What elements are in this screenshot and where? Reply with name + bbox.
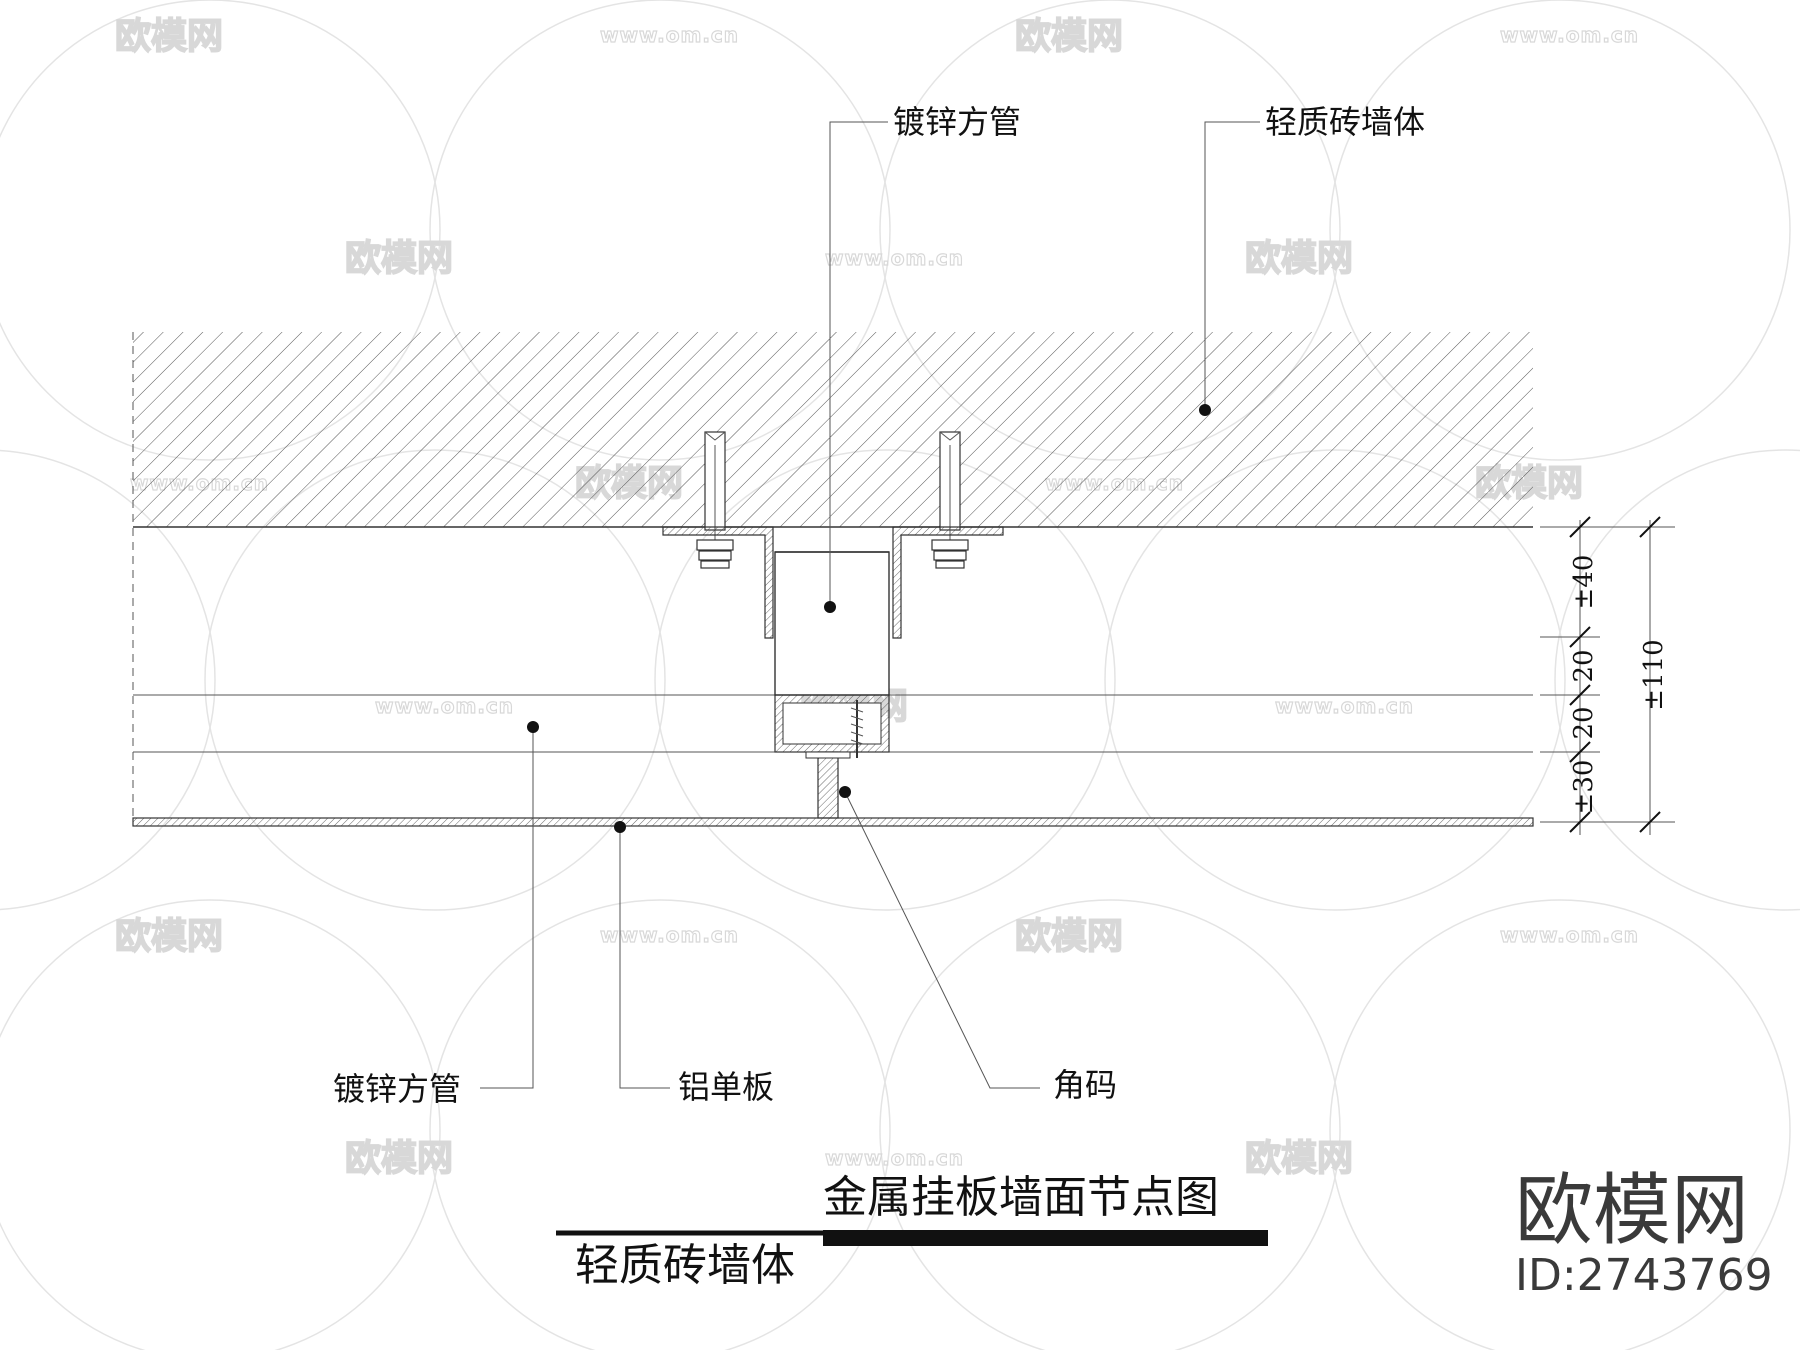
galvanized-square-tube-vertical — [774, 551, 890, 696]
watermark-url: www.om.cn — [375, 694, 514, 718]
corner-bracket — [805, 751, 851, 819]
watermark-logo: 欧模网 — [1245, 1138, 1353, 1179]
dim-total: ±110 — [1639, 639, 1669, 710]
watermark-logo: 欧模网 — [115, 16, 223, 57]
dim-30: ±30 — [1569, 760, 1599, 815]
brand-logo: 欧模网 — [1515, 1166, 1749, 1256]
drawing-subtitle: 轻质砖墙体 — [575, 1240, 795, 1291]
watermark-url: www.om.cn — [1275, 694, 1414, 718]
watermark-logo: 欧模网 — [345, 238, 453, 279]
galvanized-square-tube-horizontal — [774, 694, 890, 758]
dimension-chain: ±40 20 20 ±30 ±110 — [1540, 516, 1675, 835]
label-corner-bracket: 角码 — [1053, 1066, 1117, 1104]
dim-40: ±40 — [1569, 555, 1599, 610]
brick-wall — [132, 332, 1533, 820]
brand-mark: 欧模网 ID:2743769 — [1515, 1166, 1773, 1301]
brand-id: ID:2743769 — [1515, 1250, 1773, 1301]
label-brick-wall: 轻质砖墙体 — [1265, 103, 1425, 141]
leaders — [480, 121, 1260, 1089]
angle-brackets — [662, 526, 1004, 639]
watermark-url: www.om.cn — [600, 923, 739, 947]
labels: 镀锌方管 轻质砖墙体 镀锌方管 铝单板 角码 — [333, 103, 1425, 1108]
dim-20-lower: 20 — [1569, 706, 1599, 739]
label-galvanized-tube-bottom: 镀锌方管 — [333, 1070, 461, 1108]
expansion-bolts — [696, 431, 969, 569]
watermark-url: www.om.cn — [825, 246, 964, 270]
dim-20-upper: 20 — [1569, 649, 1599, 682]
watermark-logo: 欧模网 — [1015, 16, 1123, 57]
watermark-logo: 欧模网 — [345, 1138, 453, 1179]
label-aluminum-panel: 铝单板 — [678, 1068, 774, 1106]
title-block: 金属挂板墙面节点图 轻质砖墙体 — [556, 1172, 1268, 1291]
watermark-logo: 欧模网 — [115, 916, 223, 957]
watermark-logo: 欧模网 — [1015, 916, 1123, 957]
aluminum-panel — [132, 817, 1534, 827]
watermark-url: www.om.cn — [825, 1146, 964, 1170]
watermark-url: www.om.cn — [1500, 23, 1639, 47]
watermark-url: www.om.cn — [1500, 923, 1639, 947]
watermark-url: www.om.cn — [600, 23, 739, 47]
label-galvanized-tube-top: 镀锌方管 — [893, 103, 1021, 141]
watermark-logo: 欧模网 — [1245, 238, 1353, 279]
drawing-title: 金属挂板墙面节点图 — [823, 1172, 1219, 1223]
